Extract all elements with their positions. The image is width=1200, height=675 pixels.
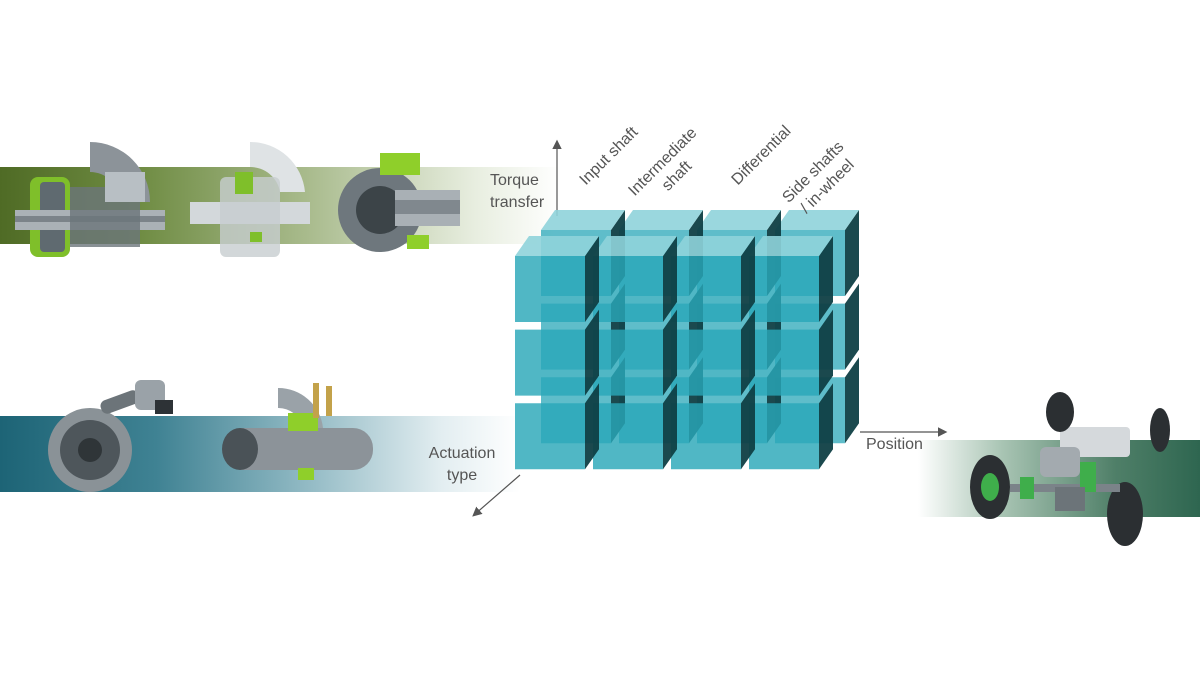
cube-front-face <box>515 256 585 322</box>
coupling-cutaway-icon <box>338 153 460 252</box>
cube-side-face <box>741 383 755 470</box>
cube-side-face <box>741 309 755 396</box>
cube-side-face <box>819 383 833 470</box>
cube-side-face <box>845 283 859 370</box>
cube-top-face <box>749 236 833 256</box>
actuation-axis-arrow <box>472 474 521 517</box>
cube-front-face <box>593 256 663 322</box>
cube-top-face <box>697 210 781 230</box>
cube-front-face <box>749 403 819 470</box>
clutch-cutaway-icon <box>15 142 165 257</box>
cube-front-face <box>515 403 585 470</box>
cube-top-face <box>775 210 859 230</box>
cube-front-face <box>671 256 741 322</box>
cube-side-face <box>585 309 599 396</box>
cube-side-face <box>585 383 599 470</box>
cube-top-face <box>515 236 599 256</box>
cube-side-face <box>585 236 599 322</box>
cube-side-face <box>663 309 677 396</box>
cube-top-face <box>541 210 625 230</box>
cube-side-face <box>663 383 677 470</box>
cube-top-face <box>671 236 755 256</box>
cube-side-face <box>819 236 833 322</box>
cube-side-face <box>663 236 677 322</box>
cube-front-face <box>515 329 585 396</box>
cube-side-face <box>845 357 859 444</box>
actuation-type-label: Actuation type <box>428 445 496 484</box>
cube-side-face <box>741 236 755 322</box>
position-label: Position <box>866 436 923 453</box>
cube-top-face <box>619 210 703 230</box>
ghosted-clutch-icon <box>190 141 310 257</box>
torque-transfer-label: Torque transfer <box>490 172 545 211</box>
electric-actuator-icon <box>48 380 173 492</box>
cube-front-face <box>593 403 663 470</box>
hydraulic-actuator-icon <box>222 383 373 480</box>
vehicle-drivetrain-icon <box>970 392 1170 546</box>
cube-top-face <box>593 236 677 256</box>
cube-side-face <box>819 309 833 396</box>
cube-front-face <box>749 256 819 322</box>
cube-front-face <box>749 329 819 396</box>
cube-front-face <box>593 329 663 396</box>
cube-side-face <box>845 210 859 296</box>
cube-front-face <box>671 403 741 470</box>
cube-front-face <box>671 329 741 396</box>
